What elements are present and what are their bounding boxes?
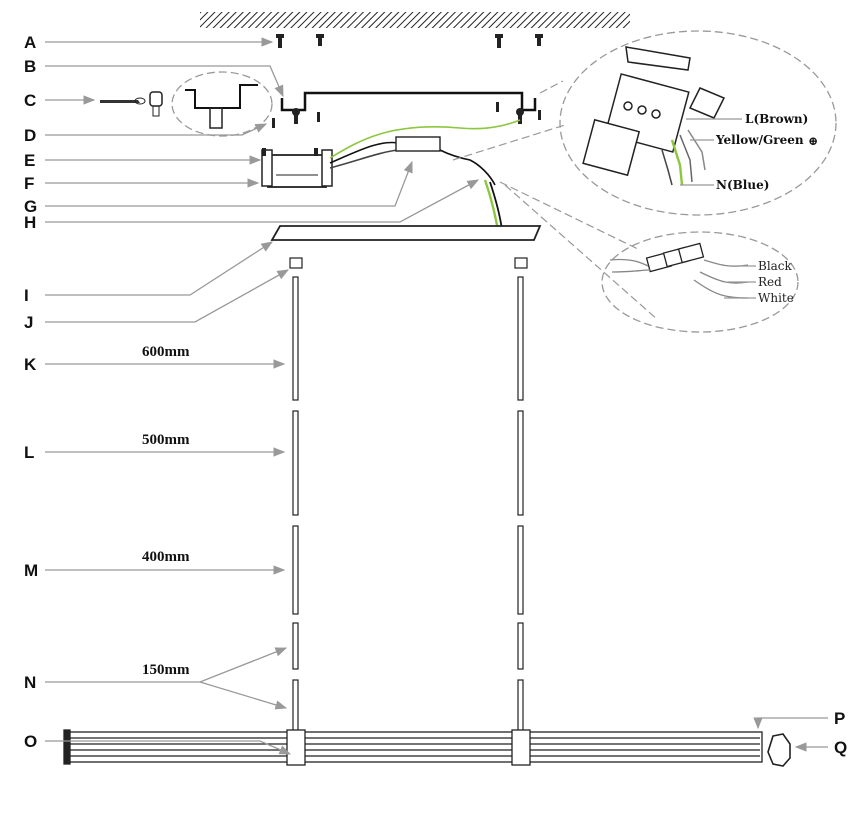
wire-white-label: White bbox=[758, 291, 794, 305]
detail-callout-line bbox=[452, 80, 566, 161]
terminal-block bbox=[582, 46, 726, 177]
bracket-screws bbox=[272, 102, 541, 128]
leader-lines bbox=[45, 37, 828, 755]
inline-connector bbox=[395, 136, 441, 152]
ceiling-screws bbox=[276, 34, 543, 48]
driver-box bbox=[261, 148, 333, 188]
label-p: P bbox=[834, 709, 845, 728]
terminal-wires bbox=[661, 129, 706, 186]
label-f: F bbox=[24, 174, 34, 193]
earth-symbol-icon: ⊕ bbox=[808, 134, 818, 148]
label-a: A bbox=[24, 33, 36, 52]
label-b: B bbox=[24, 57, 36, 76]
connector-wire-labels: Black Red White bbox=[758, 259, 794, 305]
label-k: K bbox=[24, 355, 37, 374]
label-c: C bbox=[24, 91, 36, 110]
label-d: D bbox=[24, 126, 36, 145]
part-labels: A B C D E F G H I J K L M N O P Q bbox=[24, 33, 847, 757]
bracket-detail-ellipse bbox=[171, 71, 273, 137]
lamp-body bbox=[63, 729, 763, 766]
terminal-detail-ellipse bbox=[559, 30, 837, 216]
rod-measurements: 600mm 500mm 400mm 150mm bbox=[142, 344, 190, 678]
measure-150: 150mm bbox=[142, 662, 190, 678]
label-l: L bbox=[24, 443, 34, 462]
label-e: E bbox=[24, 151, 35, 170]
label-m: M bbox=[24, 561, 38, 580]
detail-bracket bbox=[185, 84, 258, 109]
suspension-rods bbox=[289, 257, 528, 758]
measure-600: 600mm bbox=[142, 344, 190, 360]
label-h: H bbox=[24, 213, 36, 232]
measure-400: 400mm bbox=[142, 549, 190, 565]
label-o: O bbox=[24, 732, 37, 751]
measure-500: 500mm bbox=[142, 432, 190, 448]
mounting-bracket bbox=[280, 91, 537, 112]
detail-screw bbox=[209, 107, 223, 129]
canopy bbox=[270, 225, 542, 241]
ceiling bbox=[200, 12, 630, 28]
label-n: N bbox=[24, 673, 36, 692]
hook-wrench bbox=[100, 91, 163, 117]
label-q: Q bbox=[834, 738, 847, 757]
label-j: J bbox=[24, 313, 33, 332]
connector-detail-ellipse bbox=[601, 231, 799, 333]
wire-red-label: Red bbox=[758, 275, 782, 289]
quick-connectors bbox=[609, 242, 749, 299]
wire-live-label: L(Brown) bbox=[745, 112, 808, 126]
terminal-wire-labels: L(Brown) Yellow/Green ⊕ N(Blue) bbox=[715, 112, 818, 192]
label-g: G bbox=[24, 197, 37, 216]
connector-callout-line bbox=[499, 181, 659, 321]
wire-earth-label: Yellow/Green bbox=[715, 133, 804, 147]
wire-neutral-label: N(Blue) bbox=[716, 178, 769, 192]
wire-black-label: Black bbox=[758, 259, 793, 273]
end-cap bbox=[767, 733, 791, 767]
label-i: I bbox=[24, 286, 29, 305]
